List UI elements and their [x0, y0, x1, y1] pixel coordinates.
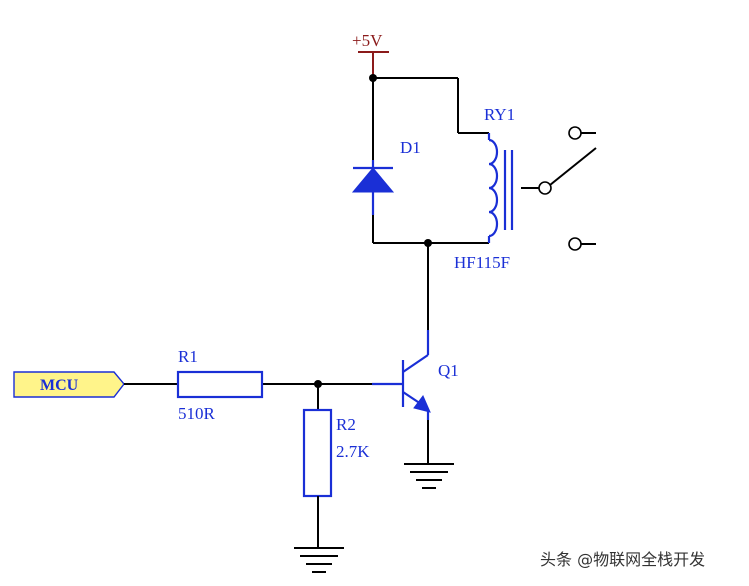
transistor-q1: Q1 [401, 330, 459, 420]
mcu-port: MCU [13, 371, 125, 398]
relay-ry1: RY1 HF115F [454, 105, 597, 272]
r1-value: 510R [178, 404, 216, 423]
power-symbol-5v: +5V [352, 31, 389, 78]
watermark-text: 头条 @物联网全栈开发 [540, 550, 705, 569]
r2-value: 2.7K [336, 442, 370, 461]
collector-node-wires [372, 215, 489, 330]
relay-common-contact [538, 181, 552, 195]
relay-label: RY1 [484, 105, 515, 124]
diode-label: D1 [400, 138, 421, 157]
r2-label: R2 [336, 415, 356, 434]
relay-no-contact [568, 237, 582, 251]
relay-part-label: HF115F [454, 253, 510, 272]
ground-symbol-r2 [294, 496, 344, 573]
junction-dot [424, 239, 432, 247]
base-wires [124, 380, 403, 410]
r1-label: R1 [178, 347, 198, 366]
ground-symbol-emitter [404, 420, 454, 489]
supply-wires [369, 74, 489, 160]
resistor-r1: R1 510R [176, 347, 264, 423]
power-label: +5V [352, 31, 383, 50]
diode-d1: D1 [351, 138, 421, 215]
resistor-r2: R2 2.7K [302, 408, 370, 498]
junction-dot [369, 74, 377, 82]
relay-nc-contact [568, 126, 582, 140]
transistor-label: Q1 [438, 361, 459, 380]
port-label: MCU [40, 377, 79, 394]
